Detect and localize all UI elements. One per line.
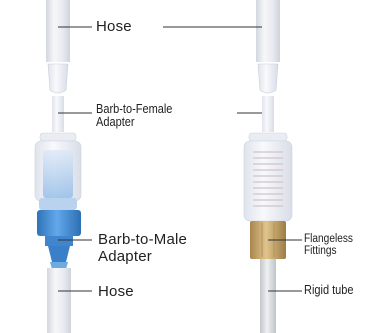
right-female-adapter-shape (244, 133, 292, 221)
left-assembly (35, 0, 81, 333)
barb-to-male-adapter-shape (37, 210, 81, 276)
label-hose-bottom: Hose (98, 284, 134, 299)
left-bottom-hose (47, 268, 71, 333)
right-top-barb (258, 64, 278, 93)
label-rigid-tube: Rigid tube (304, 284, 354, 297)
left-top-barb (48, 64, 68, 93)
right-assembly (244, 0, 292, 333)
barb-to-female-adapter-shape (35, 133, 81, 210)
label-flangeless-line1: Flangeless (304, 233, 353, 245)
label-barb-to-male-line1: Barb-to-Male (98, 232, 187, 247)
left-top-hose (46, 0, 70, 62)
label-barb-to-female-line2: Adapter (96, 116, 135, 129)
rigid-tube-shape (260, 259, 276, 333)
right-top-hose (256, 0, 280, 62)
label-hose-top: Hose (96, 19, 132, 34)
label-flangeless-line2: Fittings (304, 245, 337, 257)
label-barb-to-male-line2: Adapter (98, 249, 152, 264)
